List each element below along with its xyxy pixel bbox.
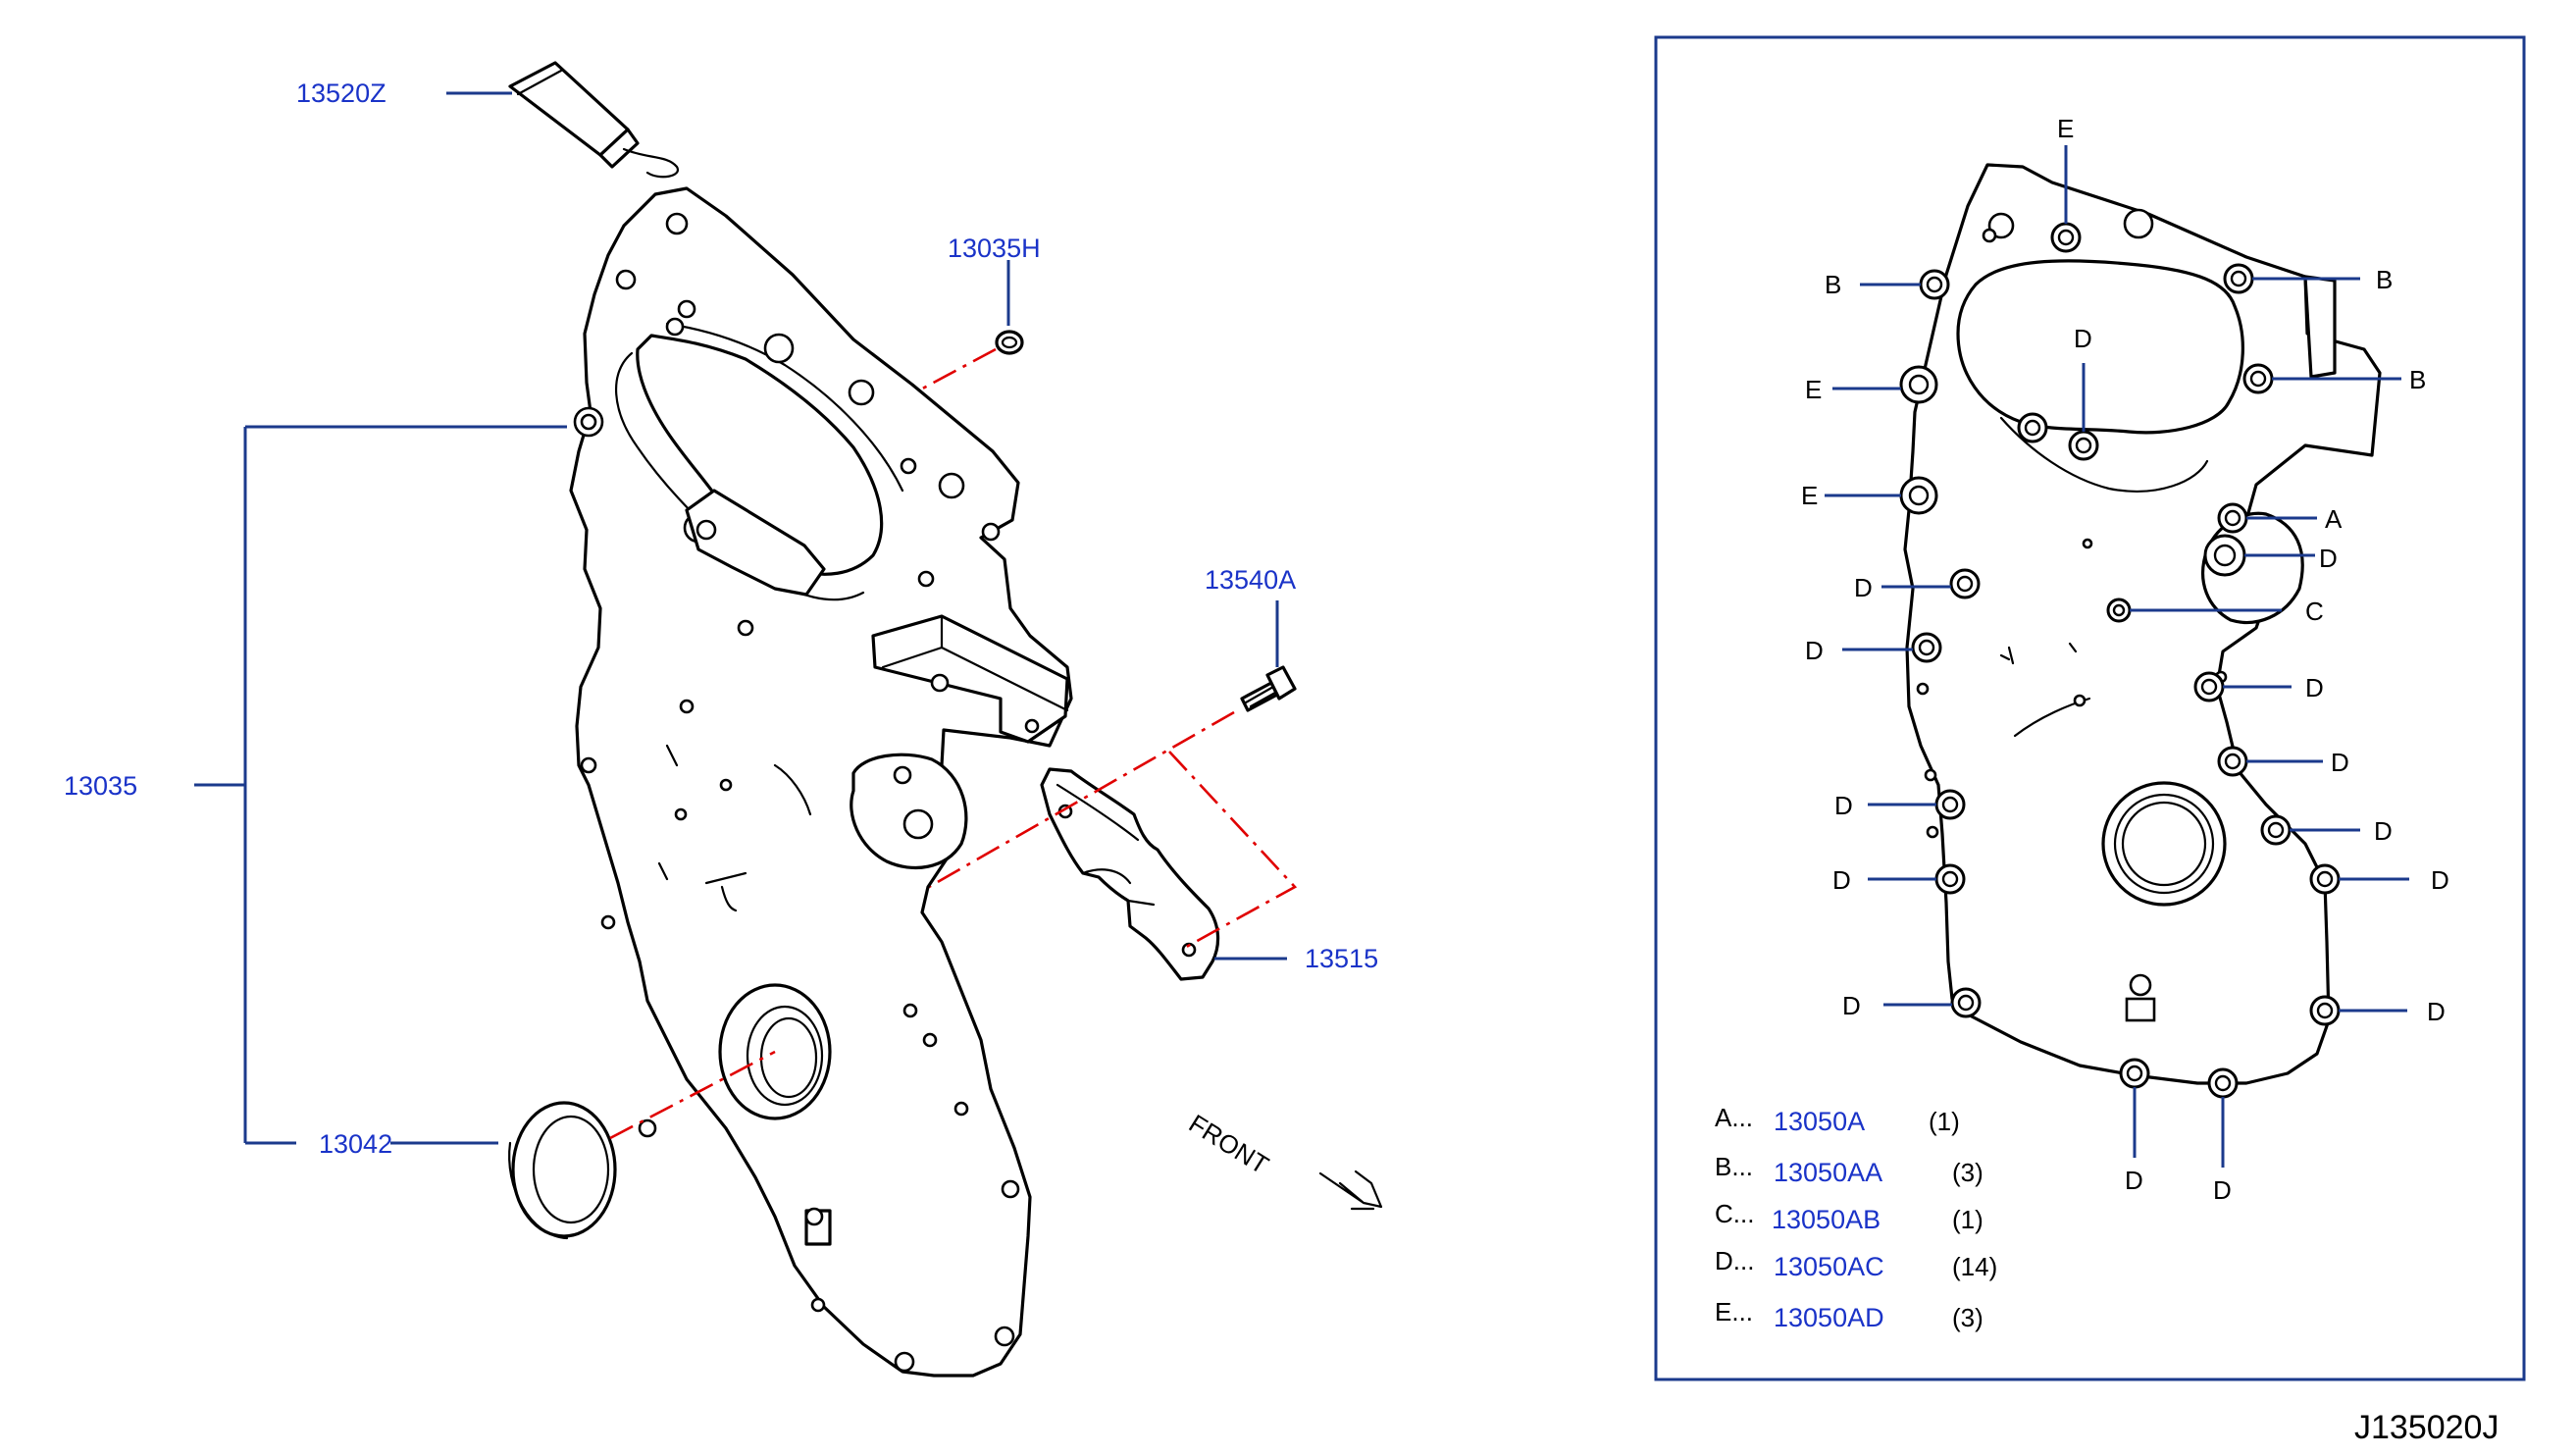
- o-ring-13035h[interactable]: [995, 330, 1024, 355]
- bolt-letter-labels: E B B B E D E A D C D D D D D D D D D D …: [1801, 114, 2449, 1205]
- legend-letter-d: D...: [1715, 1246, 1754, 1275]
- label-13035[interactable]: 13035: [64, 771, 137, 801]
- front-arrow-icon: [1318, 1170, 1383, 1211]
- leader-13035: [194, 425, 567, 1145]
- legend-qty-c: (1): [1952, 1205, 1984, 1234]
- legend-part-13050aa[interactable]: 13050AA: [1774, 1158, 1882, 1187]
- bolt-d-inner[interactable]: [2068, 430, 2099, 461]
- bolt-d-r5[interactable]: [2309, 995, 2341, 1026]
- letter-d-b1: D: [2125, 1166, 2143, 1195]
- bolt-b-3[interactable]: [2242, 363, 2274, 394]
- letter-d-inner: D: [2074, 324, 2092, 353]
- bolt-13540a[interactable]: [1240, 665, 1297, 712]
- bolt-d-l1[interactable]: [1949, 568, 1981, 599]
- cover-front-view: [1903, 163, 2382, 1085]
- letter-e-mid: E: [1801, 481, 1818, 510]
- label-13520z[interactable]: 13520Z: [296, 78, 386, 108]
- bolt-c[interactable]: [2106, 598, 2132, 623]
- bolt-a[interactable]: [2217, 502, 2248, 534]
- bolt-e-mid[interactable]: [1899, 476, 1938, 515]
- letter-a: A: [2325, 504, 2343, 534]
- legend-letter-e: E...: [1715, 1297, 1753, 1326]
- letter-d-l4: D: [1832, 865, 1851, 895]
- legend-part-13050ac[interactable]: 13050AC: [1774, 1252, 1884, 1281]
- bolt-d-r1[interactable]: [2193, 671, 2225, 702]
- legend-qty-a: (1): [1929, 1107, 1960, 1136]
- letter-d-l2: D: [1805, 636, 1824, 665]
- legend-letter-b: B...: [1715, 1152, 1753, 1181]
- letter-b-1: B: [1825, 270, 1841, 299]
- bolt-legend: A... 13050A (1) B... 13050AA (3) C... 13…: [1715, 1103, 1997, 1332]
- legend-part-13050a[interactable]: 13050A: [1774, 1107, 1865, 1136]
- letter-d-l3: D: [1834, 791, 1853, 820]
- label-13515[interactable]: 13515: [1305, 944, 1378, 973]
- letter-d-pump: D: [2319, 544, 2338, 573]
- label-13035h[interactable]: 13035H: [948, 234, 1041, 263]
- oil-seal-13042[interactable]: [508, 1101, 617, 1240]
- letter-d-r2: D: [2331, 748, 2349, 777]
- dash-13042: [609, 1050, 776, 1140]
- legend-qty-b: (3): [1952, 1158, 1984, 1187]
- label-13042[interactable]: 13042: [319, 1129, 392, 1159]
- legend-letter-a: A...: [1715, 1103, 1753, 1132]
- bolt-b-1[interactable]: [1919, 269, 1950, 300]
- letter-e-top: E: [2057, 114, 2074, 143]
- diagram-code: J135020J: [2354, 1409, 2499, 1446]
- letter-d-r1: D: [2305, 673, 2324, 702]
- bolt-d-inner-2[interactable]: [2017, 412, 2048, 443]
- bolt-d-pump[interactable]: [2203, 534, 2246, 577]
- bolt-d-l4[interactable]: [1934, 863, 1966, 895]
- bolt-b-2[interactable]: [2223, 263, 2254, 294]
- bolt-d-r4[interactable]: [2309, 863, 2341, 895]
- legend-part-13050ab[interactable]: 13050AB: [1772, 1205, 1880, 1234]
- letter-b-3: B: [2409, 365, 2426, 394]
- bolt-d-l3[interactable]: [1934, 789, 1966, 820]
- bolt-e-top[interactable]: [2050, 222, 2082, 253]
- letter-d-r4: D: [2431, 865, 2449, 895]
- letter-d-l1: D: [1854, 573, 1873, 602]
- bolt-d-l5[interactable]: [1950, 987, 1982, 1018]
- letter-d-r3: D: [2374, 816, 2393, 846]
- label-13540a[interactable]: 13540A: [1205, 565, 1296, 595]
- letter-e-left: E: [1805, 375, 1822, 404]
- bolt-heads: [1899, 222, 2341, 1099]
- bolt-d-l2[interactable]: [1911, 632, 1942, 663]
- letter-b-2: B: [2376, 265, 2393, 294]
- legend-part-13050ad[interactable]: 13050AD: [1774, 1303, 1884, 1332]
- bolt-d-b2[interactable]: [2207, 1067, 2239, 1099]
- bolt-d-b1[interactable]: [2119, 1058, 2150, 1089]
- dash-13515: [1168, 751, 1298, 952]
- dash-13035h: [900, 347, 997, 402]
- legend-qty-e: (3): [1952, 1303, 1984, 1332]
- letter-d-r5: D: [2427, 997, 2446, 1026]
- letter-c: C: [2305, 597, 2324, 626]
- bolt-d-r2[interactable]: [2217, 746, 2248, 777]
- bolt-d-r3[interactable]: [2260, 814, 2292, 846]
- front-label: FRONT: [1184, 1109, 1274, 1180]
- o-ring-inner: [1001, 336, 1018, 349]
- bolt-leaders: [1825, 145, 2409, 1168]
- legend-letter-c: C...: [1715, 1199, 1754, 1228]
- letter-d-l5: D: [1842, 991, 1861, 1020]
- letter-d-b2: D: [2213, 1175, 2232, 1205]
- bolt-e-left[interactable]: [1899, 365, 1938, 404]
- front-cover-13035[interactable]: [569, 186, 1073, 1378]
- dash-13540a: [921, 710, 1235, 893]
- sealant-tube-13520z[interactable]: [508, 61, 680, 179]
- plate-13515[interactable]: [1040, 767, 1220, 981]
- legend-qty-d: (14): [1952, 1252, 1997, 1281]
